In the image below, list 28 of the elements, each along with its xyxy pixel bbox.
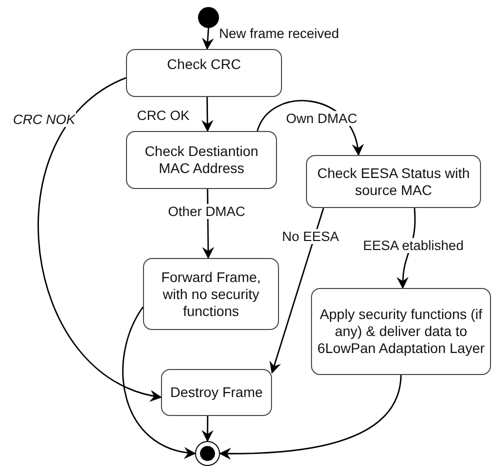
state-box	[161, 369, 272, 416]
edge-label: New frame received	[218, 26, 340, 41]
state-label: Check Destiantion MAC Address	[144, 143, 260, 177]
arrow	[38, 77, 162, 400]
state-label: Forward Frame, with no security functions	[160, 268, 262, 320]
edge-label: Own DMAC	[285, 111, 358, 126]
state-label: Apply security functions (if any) & deliver data to 6LowPan Adaptation Layer	[316, 306, 486, 357]
edge-label: CRC NOK	[12, 112, 76, 127]
arrow	[202, 416, 214, 442]
state-box	[311, 288, 491, 375]
final-state-bullseye	[195, 441, 220, 466]
edge-label: CRC OK	[136, 108, 191, 123]
state-box	[143, 258, 279, 330]
arrow	[202, 28, 214, 50]
arrow	[201, 97, 214, 132]
arrow	[270, 208, 324, 374]
state-label: Check CRC	[167, 56, 241, 73]
arrow	[219, 374, 402, 460]
state-label: Check EESA Status with source MAC	[316, 164, 471, 198]
state-box	[126, 131, 277, 189]
edge-label: EESA etablished	[362, 238, 465, 253]
state-label: Destroy Frame	[170, 384, 263, 401]
arrow	[122, 306, 196, 458]
state-box	[126, 49, 282, 97]
edge-label: No EESA	[281, 229, 340, 244]
state-box	[306, 155, 481, 208]
initial-state-dot	[198, 7, 219, 28]
edge-label: Other DMAC	[167, 204, 246, 219]
